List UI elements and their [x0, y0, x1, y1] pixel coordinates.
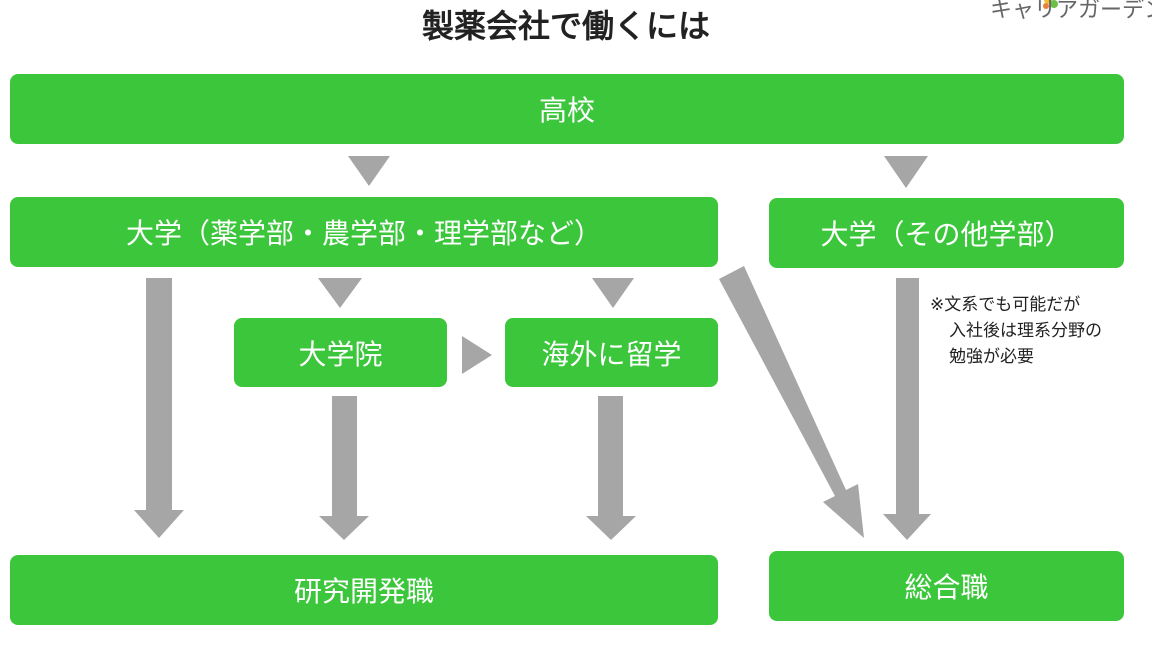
- note-line-3: 勉強が必要: [949, 347, 1034, 367]
- arrow-grad-to-rnd: [319, 396, 369, 540]
- arrow-down-univ-to-abroad: [592, 278, 634, 308]
- arrow-univ-to-rnd: [134, 278, 184, 538]
- arrow-abroad-to-rnd: [586, 396, 636, 540]
- brand-logo-icon: [1043, 0, 1058, 9]
- brand-name: キャリアガーデン: [990, 0, 1152, 23]
- arrow-down-high-to-univ: [348, 156, 390, 186]
- node-study-abroad: 海外に留学: [505, 318, 718, 387]
- note-line-2: 入社後は理系分野の: [949, 321, 1102, 341]
- arrow-down-univ-to-grad: [318, 278, 362, 308]
- arrow-univother-to-general: [883, 278, 931, 540]
- node-university-other: 大学（その他学部）: [769, 198, 1124, 268]
- node-rnd-position: 研究開発職: [10, 555, 718, 625]
- arrow-down-high-to-univ-other: [884, 156, 928, 188]
- note-line-1: ※文系でも可能だが: [930, 295, 1081, 315]
- humanities-note: ※文系でも可能だが 入社後は理系分野の 勉強が必要: [930, 292, 1102, 370]
- arrow-right-grad-to-abroad: [462, 336, 492, 374]
- node-graduate-school: 大学院: [234, 318, 447, 387]
- page-title: 製薬会社で働くには: [421, 7, 710, 45]
- node-university-science: 大学（薬学部・農学部・理学部など）: [10, 197, 718, 267]
- node-general-position: 総合職: [769, 551, 1124, 621]
- arrow-univ-to-general: [719, 266, 864, 538]
- node-high-school: 高校: [10, 74, 1124, 144]
